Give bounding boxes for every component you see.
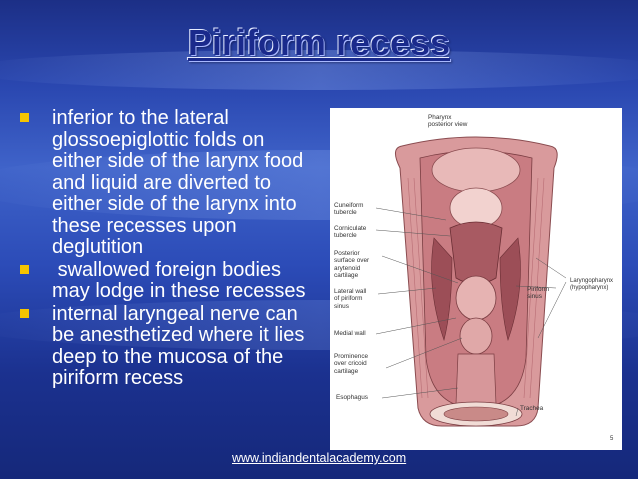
bullet-item: inferior to the lateral glossoepiglottic…: [18, 107, 318, 259]
caption-medial-wall: Medial wall: [334, 330, 366, 337]
bullet-text: internal laryngeal nerve can be anesthet…: [52, 302, 305, 389]
laryngeal-inlet: [449, 221, 503, 285]
trachea-lumen: [443, 406, 509, 422]
pharynx-anatomy-figure: Pharynx posterior view Cuneiform tubercl…: [330, 108, 622, 450]
pharynx-illustration: [375, 136, 567, 427]
tongue-base: [431, 147, 521, 193]
square-bullet-icon: [20, 308, 29, 318]
bullet-text: inferior to the lateral glossoepiglottic…: [52, 107, 304, 258]
cricoid-prominence: [459, 317, 493, 355]
esophagus-tube: [455, 353, 497, 405]
bullet-item: swallowed foreign bodies may lodge in th…: [18, 258, 318, 303]
piriform-sinus-left: [431, 237, 453, 342]
caption-prominence: Prominence over cricoid cartilage: [334, 353, 369, 375]
caption-cuneiform: Cuneiform tubercle: [334, 202, 364, 217]
piriform-sinus-right: [499, 237, 521, 342]
caption-piriform-sinus: Piriform sinus: [527, 286, 550, 301]
bullet-text: swallowed foreign bodies may lodge in th…: [52, 258, 306, 302]
caption-pharynx-view: Pharynx posterior view: [428, 114, 468, 129]
square-bullet-icon: [20, 113, 29, 122]
bullet-list: inferior to the lateral glossoepiglottic…: [18, 107, 318, 391]
caption-laryngopharynx: Laryngopharynx (hypopharynx): [570, 278, 614, 292]
arytenoid-prominence: [455, 275, 497, 321]
website-link[interactable]: www.indiandentalacademy.com: [232, 451, 407, 465]
caption-lateral-wall: Lateral wall of piriform sinus: [334, 288, 367, 310]
slide-title: Piriform recess: [187, 22, 451, 63]
caption-figure-number: 5: [610, 436, 614, 442]
caption-corniculate: Corniculate tubercle: [334, 225, 367, 240]
background-streak: [0, 50, 638, 90]
muscle-fibers: [407, 177, 545, 399]
caption-posterior-surface: Posterior surface over arytenoid cartila…: [334, 250, 370, 280]
caption-esophagus: Esophagus: [336, 394, 368, 401]
square-bullet-icon: [20, 264, 29, 274]
caption-trachea: Trachea: [520, 405, 544, 412]
bullet-item: internal laryngeal nerve can be anesthet…: [18, 302, 318, 390]
